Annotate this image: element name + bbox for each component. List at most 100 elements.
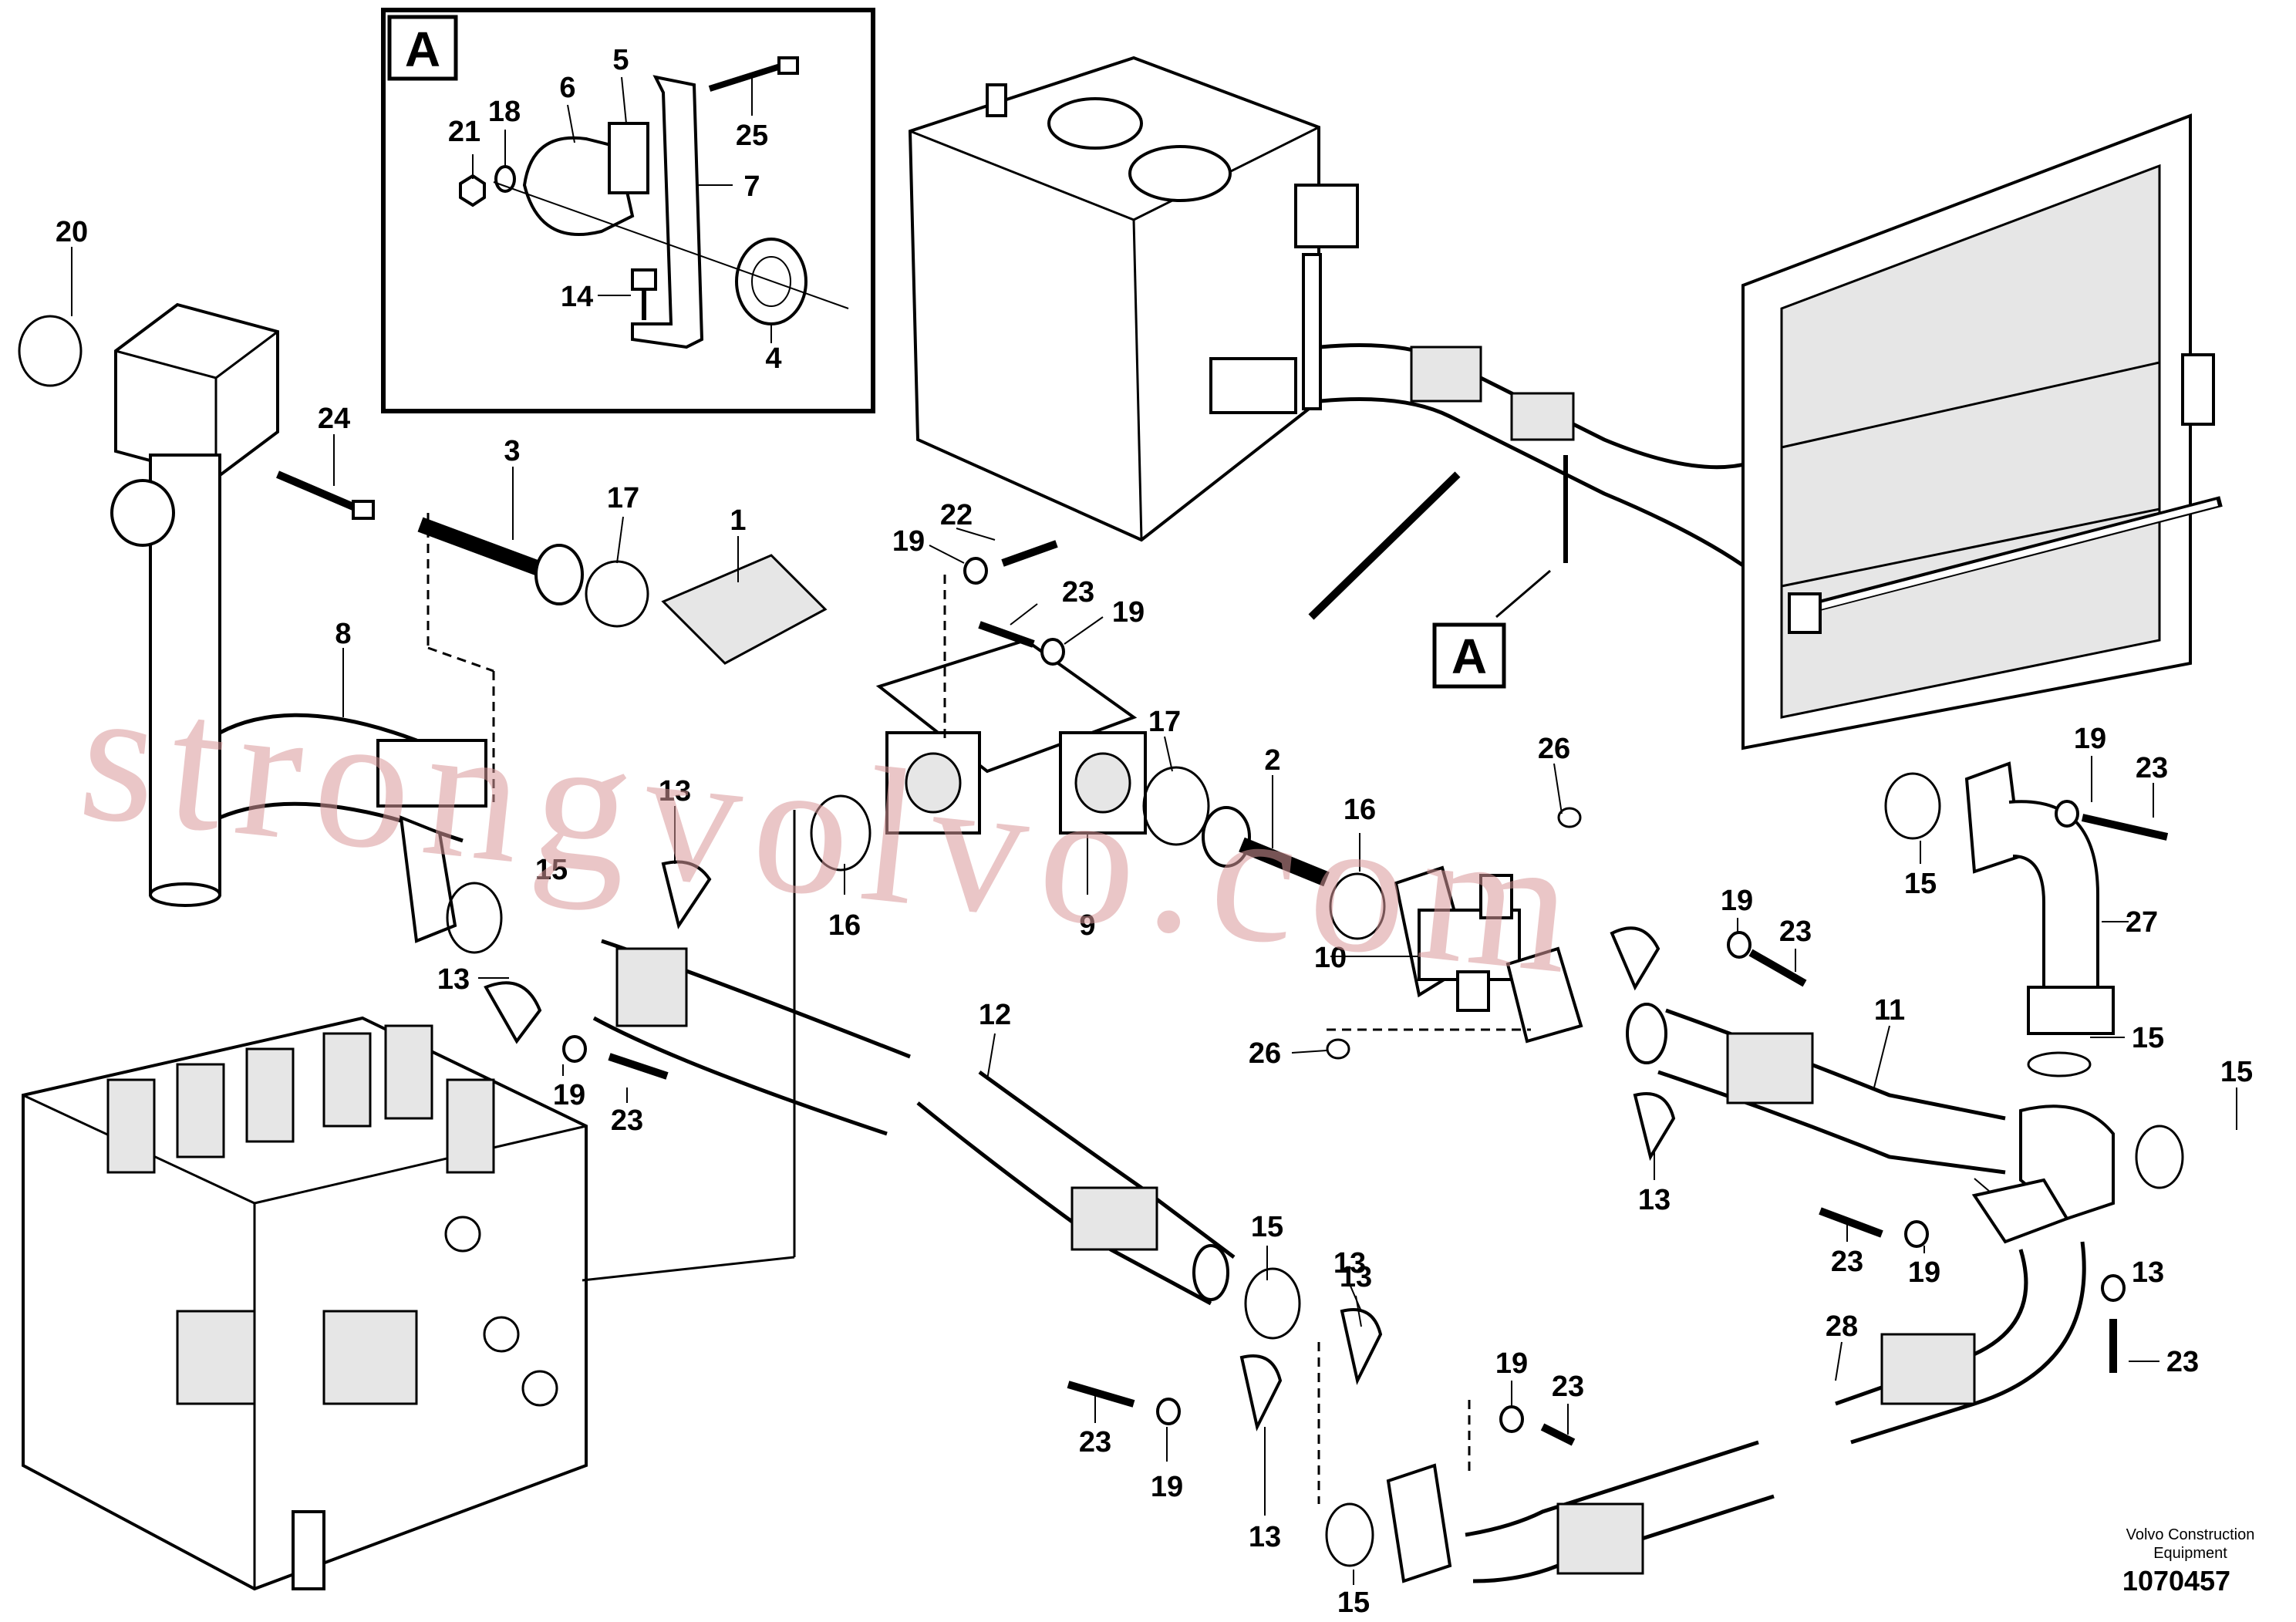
tank-breather: [986, 83, 1007, 117]
half-clamp-part-13d: [1239, 1354, 1283, 1431]
callout-16a: 16: [828, 909, 861, 942]
callout-28: 28: [1826, 1310, 1858, 1343]
washer-part-19i: [1499, 1405, 1524, 1433]
o-ring-part-17a: [585, 560, 649, 628]
callout-19c: 19: [2074, 723, 2106, 755]
callout-24: 24: [318, 403, 350, 435]
hose-coupling-2: [1510, 392, 1575, 441]
callout-14: 14: [561, 281, 593, 313]
doc-number: 1070457: [2122, 1565, 2230, 1597]
clamp-part-6: [522, 136, 635, 236]
half-clamp-part-13a: [661, 860, 712, 929]
callout-12: 12: [979, 999, 1011, 1031]
half-clamp-part-13b: [484, 981, 542, 1044]
elbow-part-27: [2008, 800, 2099, 996]
washer-part-19b: [1040, 638, 1065, 666]
oil-cooler: [1741, 113, 2223, 750]
washer-part-19h: [2101, 1274, 2126, 1302]
callout-23c: 23: [1779, 916, 1812, 948]
control-valve-block: [22, 1016, 795, 1591]
callout-13g: 13: [1249, 1521, 1281, 1553]
inset-letter: A: [405, 22, 440, 77]
hose-fitting-mid: [1070, 1186, 1158, 1251]
callout-19g: 19: [1495, 1347, 1528, 1380]
credit-line-2: Equipment: [2153, 1545, 2227, 1562]
callout-13a: 13: [659, 775, 691, 808]
callout-15f: 15: [1337, 1587, 1370, 1619]
pipe-end-part-2: [1202, 806, 1251, 868]
callout-26b: 26: [1249, 1037, 1281, 1070]
watermark: strongvolvo.com: [71, 646, 1595, 1016]
inset-detail-a: A: [381, 8, 875, 413]
screw-part-14: [631, 268, 657, 291]
callout-17a: 17: [607, 482, 639, 514]
flange-part-10b: [1505, 946, 1583, 1044]
callouts: 21 18 6 5 25 7 14 4 20 24 3 17 1 19 22 2…: [56, 44, 2253, 1619]
callout-15c: 15: [2132, 1022, 2164, 1054]
left-block-assembly: [18, 302, 487, 907]
middle-hose: [916, 1070, 1383, 1431]
nut-part-21: [459, 174, 486, 207]
callout-5: 5: [612, 44, 629, 76]
flange-block: [114, 302, 279, 481]
tank-suction-pipe: [1302, 253, 1322, 410]
bolt-part-25: [777, 56, 799, 75]
hose-28: [1317, 1241, 2086, 1583]
callout-19d: 19: [1721, 885, 1753, 917]
o-ring-part-20: [18, 315, 83, 387]
callout-27: 27: [2126, 906, 2158, 939]
hose-fitting-part-12: [615, 947, 688, 1027]
callout-26a: 26: [1538, 733, 1570, 765]
hose-fitting-part-28: [1880, 1333, 1976, 1405]
callout-7: 7: [743, 170, 760, 203]
callout-15e: 15: [1251, 1211, 1283, 1243]
flange-left: [399, 814, 457, 943]
callout-21: 21: [448, 116, 480, 148]
bolt-part-24: [352, 500, 375, 520]
o-ring-part-15e: [2135, 1125, 2184, 1189]
o-ring-part-15b: [1244, 1267, 1301, 1340]
hose-fitting-part-11: [1726, 1032, 1814, 1104]
detail-ref-letter: A: [1451, 629, 1487, 684]
check-valve-assembly: [1326, 807, 1583, 1060]
washer-part-18: [494, 165, 516, 193]
callout-11: 11: [1874, 994, 1905, 1027]
callout-20: 20: [56, 216, 88, 248]
callout-25: 25: [736, 120, 768, 152]
half-clamp-part-13f: [1633, 1092, 1676, 1162]
callout-13b: 13: [437, 963, 470, 996]
callout-1: 1: [730, 504, 746, 537]
washer-part-19d: [1156, 1398, 1181, 1425]
washer-part-19f: [2055, 800, 2079, 828]
plug-part-26a: [1557, 807, 1582, 828]
valve-body-part-10: [1418, 909, 1521, 981]
lower-left-hoses: [399, 810, 911, 1257]
plug-part-26b: [1326, 1038, 1350, 1060]
plate-part-5: [608, 122, 649, 194]
callout-19b: 19: [1112, 596, 1145, 629]
flange-part-28: [1386, 1463, 1452, 1583]
tank-port-plate: [1209, 357, 1297, 414]
callout-4: 4: [765, 342, 781, 375]
credit-line-1: Volvo Construction: [2126, 1526, 2255, 1543]
bracket-part-7: [631, 75, 704, 349]
callout-17b: 17: [1148, 706, 1181, 738]
o-ring-part-15a: [446, 882, 503, 954]
coupling-part-1: [661, 554, 828, 665]
callout-13h: 13: [1340, 1261, 1372, 1293]
callout-23h: 23: [1079, 1426, 1111, 1458]
hose-11: [1610, 926, 2006, 1175]
callout-13d: 13: [2132, 1256, 2164, 1289]
o-ring-part-15f: [1325, 1502, 1374, 1567]
o-ring-part-15c: [1884, 772, 1941, 840]
callout-23e: 23: [1831, 1246, 1863, 1278]
cooler-port-right: [2181, 353, 2215, 426]
callout-18: 18: [488, 96, 521, 128]
hose-coupling-1: [1410, 346, 1482, 403]
callout-13c: 13: [1638, 1184, 1671, 1216]
o-ring-part-17b: [1142, 766, 1210, 846]
o-ring-part-15d: [2027, 1051, 2092, 1077]
callout-19e: 19: [553, 1079, 585, 1111]
callout-8: 8: [335, 618, 351, 650]
